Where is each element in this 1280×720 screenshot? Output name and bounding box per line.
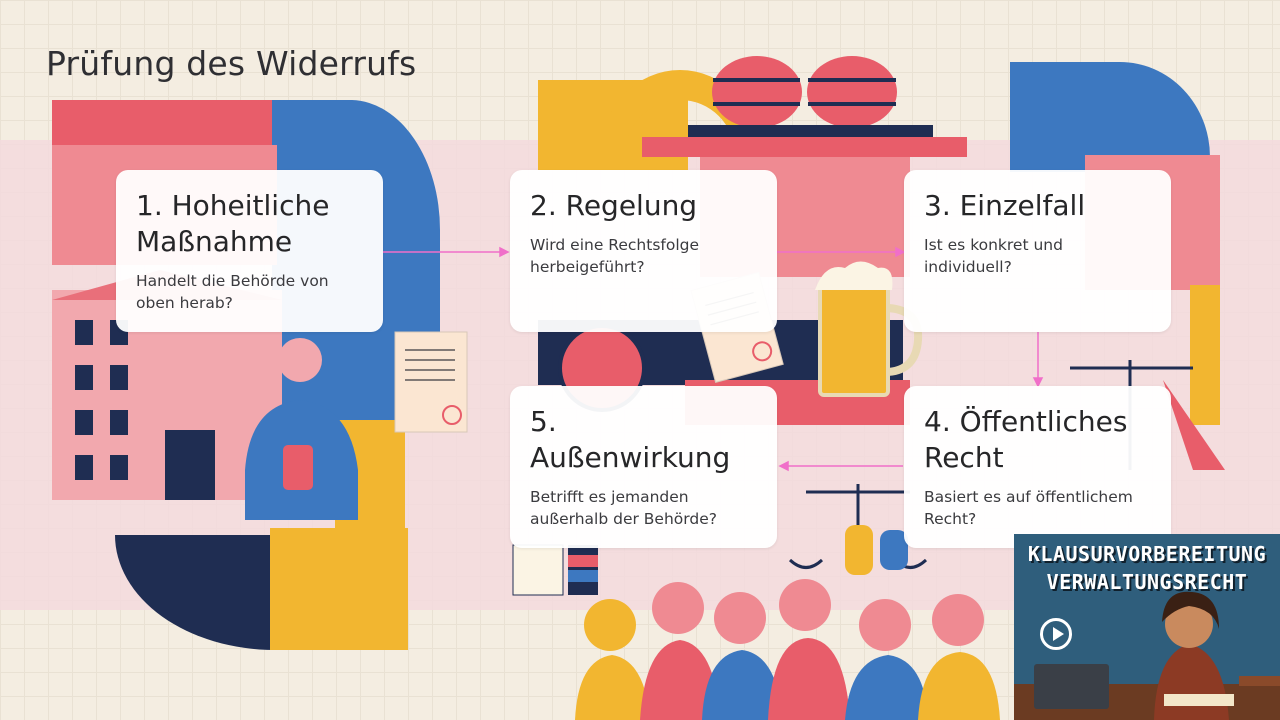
reject-mark — [442, 405, 462, 425]
step-card-3: 3. Einzelfall Ist es konkret und individ… — [904, 170, 1171, 332]
building-door — [165, 430, 215, 500]
step-heading: 2. Regelung — [530, 189, 698, 222]
beer-handle — [887, 304, 923, 376]
official-head — [278, 338, 322, 382]
thumbnail-title-line2: VERWALTUNGSRECHT — [1046, 570, 1248, 594]
deco-blue-right-arc — [1120, 62, 1210, 157]
deco-navy-shelf — [688, 125, 933, 137]
crowd — [575, 579, 1000, 720]
step-card-2: 2. Regelung Wird eine Rechtsfolge herbei… — [510, 170, 777, 332]
deco-red-block — [52, 100, 277, 145]
step-heading: 4. Öffentliches Recht — [924, 405, 1128, 474]
deco-yellow-square — [270, 528, 408, 650]
beer-foam — [815, 261, 893, 290]
connector-arrows — [383, 246, 1044, 472]
step-question: Handelt die Behörde von oben herab? — [136, 271, 329, 312]
step-heading: 5. Außenwirkung — [530, 405, 731, 474]
thumbnail-illustration — [1014, 591, 1280, 720]
deco-navy-arc — [115, 535, 275, 650]
deco-yellow-right — [1190, 285, 1220, 425]
barrel-right — [807, 56, 897, 128]
play-icon[interactable] — [1040, 618, 1072, 650]
thumbnail-title-line1: KLAUSURVORBEREITUNG — [1027, 542, 1267, 566]
barrel-left — [712, 56, 802, 128]
step-question: Wird eine Rechtsfolge herbeigeführt? — [530, 235, 700, 276]
video-thumbnail[interactable]: KLAUSURVORBEREITUNG VERWALTUNGSRECHT — [1014, 534, 1280, 720]
deco-blue-right — [1010, 62, 1120, 172]
stamp — [283, 445, 313, 490]
step-card-1: 1. Hoheitliche Maßnahme Handelt die Behö… — [116, 170, 383, 332]
deco-stack — [512, 544, 564, 596]
step-question: Betrifft es jemanden außerhalb der Behör… — [530, 487, 717, 528]
step-question: Ist es konkret und individuell? — [924, 235, 1063, 276]
page-title: Prüfung des Widerrufs — [46, 44, 417, 83]
step-heading: 1. Hoheitliche Maßnahme — [136, 189, 330, 258]
step-card-4: 4. Öffentliches Recht Basiert es auf öff… — [904, 386, 1171, 548]
step-question: Basiert es auf öffentlichem Recht? — [924, 487, 1133, 528]
step-card-5: 5. Außenwirkung Betrifft es jemanden auß… — [510, 386, 777, 548]
deco-red-roof — [642, 137, 967, 157]
step-heading: 3. Einzelfall — [924, 189, 1086, 222]
document-left — [394, 331, 468, 433]
beer-mug — [818, 283, 890, 397]
